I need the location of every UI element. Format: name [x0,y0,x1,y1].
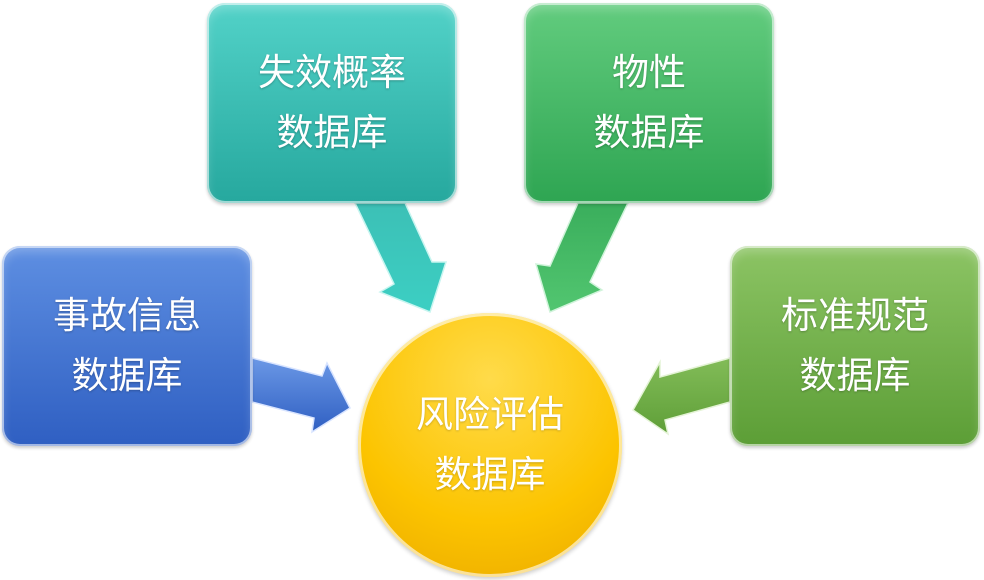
node-label-line2: 数据库 [71,354,183,397]
node-label-line1: 物性 [612,51,686,94]
node-risk-assessment-database: 风险评估 数据库 [358,313,622,577]
node-label-line2: 数据库 [434,453,546,496]
arrow-failure-to-center [353,202,448,313]
node-label-line1: 标准规范 [781,294,929,337]
node-label-line2: 数据库 [276,111,388,154]
node-label-line2: 数据库 [799,354,911,397]
node-label-line1: 风险评估 [416,393,564,436]
node-standards-database: 标准规范 数据库 [730,246,980,446]
arrow-accident-to-center [251,357,351,434]
node-failure-probability-database: 失效概率 数据库 [207,3,457,203]
node-label-line1: 事故信息 [53,294,201,337]
node-label-line2: 数据库 [593,111,705,154]
node-label-line1: 失效概率 [258,51,406,94]
node-property-database: 物性 数据库 [524,3,774,203]
arrow-standard-to-center [632,357,731,436]
node-accident-info-database: 事故信息 数据库 [2,246,252,446]
arrow-property-to-center [534,202,630,314]
